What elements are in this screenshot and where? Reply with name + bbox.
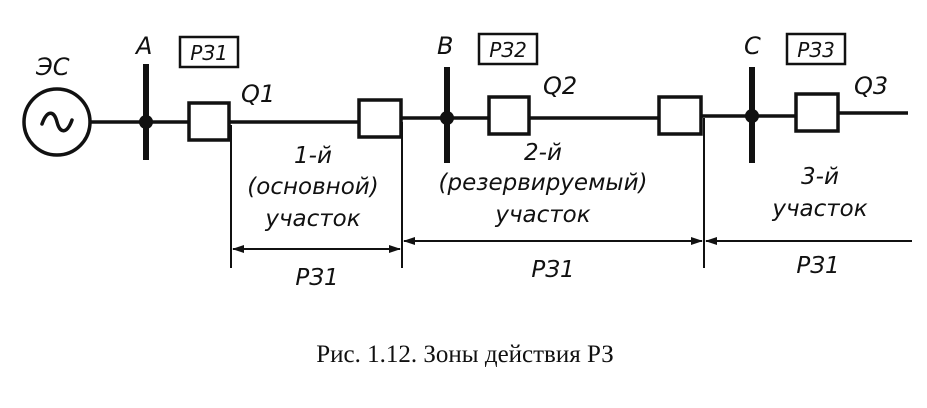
section-3-label: 3-й участок [771,164,867,222]
zone-arrows [232,237,912,253]
breaker-q3-source-side [794,92,840,133]
bus-b-label: B [437,32,453,60]
power-line [90,111,908,124]
bus-a-label: A [134,32,152,60]
section-1-label: 1-й (основной) участок [247,143,378,232]
breaker-q2-source-side [487,95,531,136]
breaker-q3-label: Q3 [854,72,888,100]
section-3-number: 3-й [801,164,839,190]
relay-rz3-label: РЗ3 [797,38,835,62]
bus-c [745,67,759,163]
zone-label-1: РЗ1 [295,265,338,291]
section-2-word: участок [494,202,590,228]
section-2-number: 2-й [524,140,562,166]
relay-rz2-label: РЗ2 [489,38,527,62]
relay-box-rz3: РЗ3 [785,32,847,66]
zone-label-2: РЗ1 [531,257,574,283]
breaker-q2-label: Q2 [543,72,577,100]
breaker-q2-load-end [657,95,703,136]
relay-box-rz2: РЗ2 [477,32,539,66]
source-label: ЭС [35,53,70,81]
relay-box-rz1: РЗ1 [178,35,240,69]
section-1-word: участок [264,206,360,232]
section-1-type: (основной) [247,174,378,200]
section-3-word: участок [771,196,867,222]
generator-symbol [22,87,92,157]
relay-rz1-label: РЗ1 [190,41,228,65]
section-2-type: (резервируемый) [439,170,648,196]
bus-b [440,67,454,163]
section-1-number: 1-й [294,143,332,169]
bus-c-label: C [744,32,761,60]
sine-wave-icon [40,111,74,133]
breaker-q1-source-side [187,101,231,142]
bus-a [139,64,153,160]
zone-label-3: РЗ1 [796,253,839,279]
breaker-q1-load-end [357,98,403,139]
zone-boundaries [230,118,705,268]
breaker-q1-label: Q1 [241,80,275,108]
section-2-label: 2-й (резервируемый) участок [439,140,648,228]
figure-caption: Рис. 1.12. Зоны действия РЗ [316,341,613,368]
